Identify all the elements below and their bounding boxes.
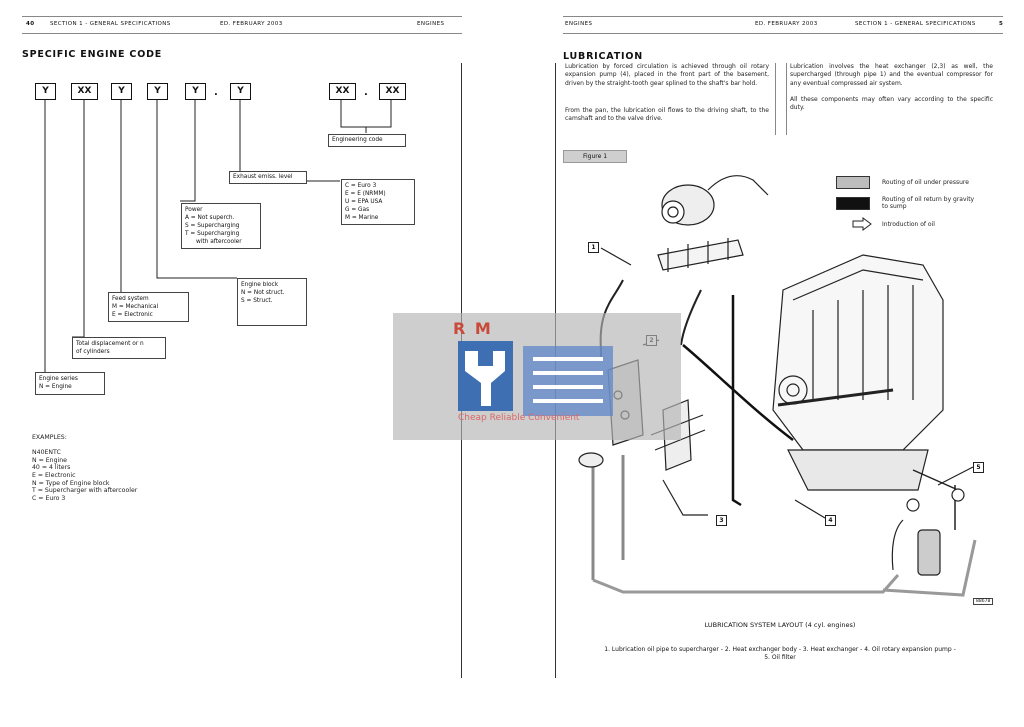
watermark-tagline: Cheap Reliable Convenient <box>458 413 580 423</box>
callout-1: 1 <box>588 242 599 253</box>
right-date: ED. FEBRUARY 2003 <box>755 21 818 27</box>
left-date: ED. FEBRUARY 2003 <box>220 21 283 27</box>
pressure-swatch <box>836 176 870 189</box>
watermark-overlay: R M Cheap Reliable Convenient <box>393 313 681 440</box>
feed-label: Feed system M = Mechanical E = Electroni… <box>108 292 189 322</box>
left-section: SECTION 1 - GENERAL SPECIFICATIONS <box>50 21 171 27</box>
figure-caption: LUBRICATION SYSTEM LAYOUT (4 cyl. engine… <box>704 621 856 629</box>
left-header: 40 SECTION 1 - GENERAL SPECIFICATIONS ED… <box>22 16 462 34</box>
lubrication-para-4: All these components may often vary acco… <box>790 96 993 112</box>
gravity-swatch <box>836 197 870 210</box>
callout-5: 5 <box>973 462 984 473</box>
emission-list: C = Euro 3 E = E (NRMM) U = EPA USA G = … <box>341 179 415 225</box>
figure-legend-text: 1. Lubrication oil pipe to supercharger … <box>604 646 956 661</box>
lubrication-diagram <box>578 175 977 597</box>
column-divider-b <box>786 63 787 135</box>
right-section: SECTION 1 - GENERAL SPECIFICATIONS <box>855 21 976 27</box>
code-dot-1: . <box>214 87 218 98</box>
exhaust-label: Exhaust emiss. level <box>229 171 307 184</box>
right-page: ENGINES ED. FEBRUARY 2003 SECTION 1 - GE… <box>555 0 1024 727</box>
code-box-feed: Y <box>111 83 132 100</box>
code-box-eng-a: XX <box>329 83 356 100</box>
lubrication-para-3: Lubrication involves the heat exchanger … <box>790 63 993 87</box>
wrench-logo-icon <box>458 341 613 416</box>
introduction-legend: Introduction of oil <box>882 221 935 228</box>
code-dot-2: . <box>364 87 368 98</box>
introduction-arrow-icon <box>852 217 872 231</box>
code-box-block: Y <box>147 83 168 100</box>
lubrication-title: LUBRICATION <box>563 51 643 62</box>
power-label: Power A = Not superch. S = Supercharging… <box>181 203 261 249</box>
code-box-displacement: XX <box>71 83 98 100</box>
gravity-legend: Routing of oil return by gravity to sump <box>882 196 975 210</box>
column-divider-a <box>775 63 776 135</box>
engine-code-title: SPECIFIC ENGINE CODE <box>22 49 163 60</box>
displacement-label: Total displacement or n of cylinders <box>72 337 166 359</box>
series-label: Engine series N = Engine <box>35 372 105 395</box>
lubrication-para-2: From the pan, the lubrication oil flows … <box>565 107 769 123</box>
code-box-series: Y <box>35 83 56 100</box>
examples-block: EXAMPLES: N40ENTC N = Engine 40 = 4 lite… <box>32 434 138 502</box>
code-box-exhaust: Y <box>230 83 251 100</box>
figure-label: Figure 1 <box>563 150 627 163</box>
right-header: ENGINES ED. FEBRUARY 2003 SECTION 1 - GE… <box>563 16 1003 34</box>
code-box-eng-b: XX <box>379 83 406 100</box>
block-label: Engine block N = Not struct. S = Struct. <box>237 278 307 326</box>
figure-id: 88678 <box>973 598 994 605</box>
engineering-code-label: Engineering code <box>328 134 406 147</box>
watermark-brand: R M <box>453 319 493 338</box>
left-page: 40 SECTION 1 - GENERAL SPECIFICATIONS ED… <box>0 0 470 727</box>
left-product: ENGINES <box>417 21 445 27</box>
right-product: ENGINES <box>565 21 593 27</box>
callout-3: 3 <box>716 515 727 526</box>
lubrication-para-1: Lubrication by forced circulation is ach… <box>565 63 769 87</box>
right-page-number: 5 <box>999 21 1004 27</box>
pressure-legend: Routing of oil under pressure <box>882 179 969 186</box>
code-box-power: Y <box>185 83 206 100</box>
left-page-number: 40 <box>26 21 35 27</box>
callout-4: 4 <box>825 515 836 526</box>
